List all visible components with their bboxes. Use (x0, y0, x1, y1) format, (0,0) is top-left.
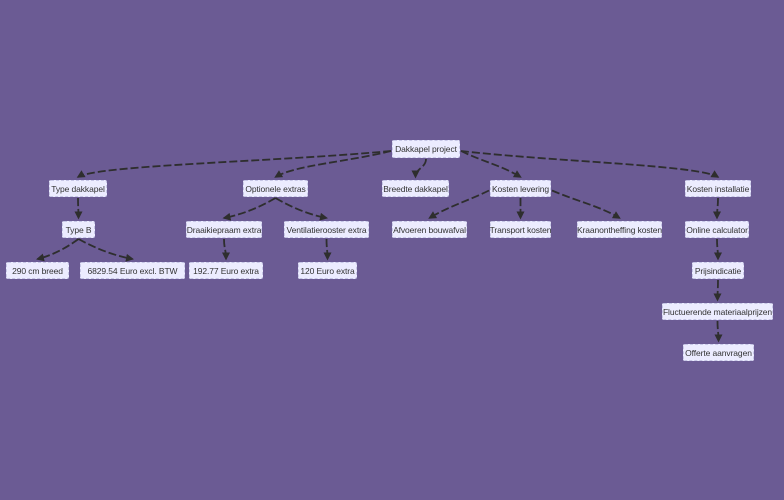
edge-root-to-optionele-extras (274, 150, 392, 178)
diagram-node-kosten-levering: Kosten levering (490, 180, 551, 197)
diagram-node-transport: Transport kosten (490, 221, 552, 238)
diagram-node-root: Dakkapel project (392, 140, 460, 158)
diagram-node-kraanontheffing: Kraanontheffing kosten (577, 221, 662, 238)
diagram-node-offerte: Offerte aanvragen (683, 344, 754, 361)
diagram-node-draaikiepraam: Draaikiepraam extra (186, 221, 262, 238)
diagram-node-online-calculator: Online calculator (685, 221, 749, 238)
edge-root-to-kosten-installatie (460, 150, 720, 178)
edge-optionele-extras-to-draaikiepraam (222, 197, 276, 221)
diagram-node-prijs-6829: 6829.54 Euro excl. BTW (80, 262, 185, 279)
edge-online-calculator-to-prijsindicatie (713, 238, 722, 261)
diagram-node-breedte-dakkapel: Breedte dakkapel (382, 180, 449, 197)
edge-type-b-to-prijs-6829 (78, 238, 134, 262)
diagram-node-fluctuerende: Fluctuerende materiaalprijzen (662, 303, 773, 320)
edge-optionele-extras-to-ventilatierooster (275, 197, 328, 221)
diagram-node-extra-19277: 192.77 Euro extra (189, 262, 263, 279)
edge-type-dakkapel-to-type-b (74, 197, 83, 220)
diagram-node-breed-290: 290 cm breed (6, 262, 69, 279)
diagram-node-prijsindicatie: Prijsindicatie (692, 262, 744, 279)
diagram-node-optionele-extras: Optionele extras (243, 180, 308, 197)
edge-type-b-to-breed-290 (36, 238, 80, 262)
diagram-node-afvoeren: Afvoeren bouwafval (392, 221, 467, 238)
edge-root-to-breedte-dakkapel (411, 158, 427, 179)
edge-kosten-levering-to-kraanontheffing (551, 189, 621, 219)
edge-ventilatierooster-to-extra-120 (323, 238, 332, 261)
edge-prijsindicatie-to-fluctuerende (713, 279, 722, 302)
edge-draaikiepraam-to-extra-19277 (221, 238, 230, 261)
diagram-node-kosten-installatie: Kosten installatie (685, 180, 751, 197)
edge-fluctuerende-to-offerte (714, 320, 723, 343)
diagram-node-ventilatierooster: Ventilatierooster extra (284, 221, 369, 238)
edge-root-to-kosten-levering (460, 150, 522, 178)
diagram-node-type-b: Type B (62, 221, 95, 238)
edge-kosten-installatie-to-online-calculator (713, 197, 722, 220)
diagram-node-extra-120: 120 Euro extra (298, 262, 357, 279)
edge-root-to-type-dakkapel (76, 150, 392, 178)
diagram-node-type-dakkapel: Type dakkapel (49, 180, 107, 197)
